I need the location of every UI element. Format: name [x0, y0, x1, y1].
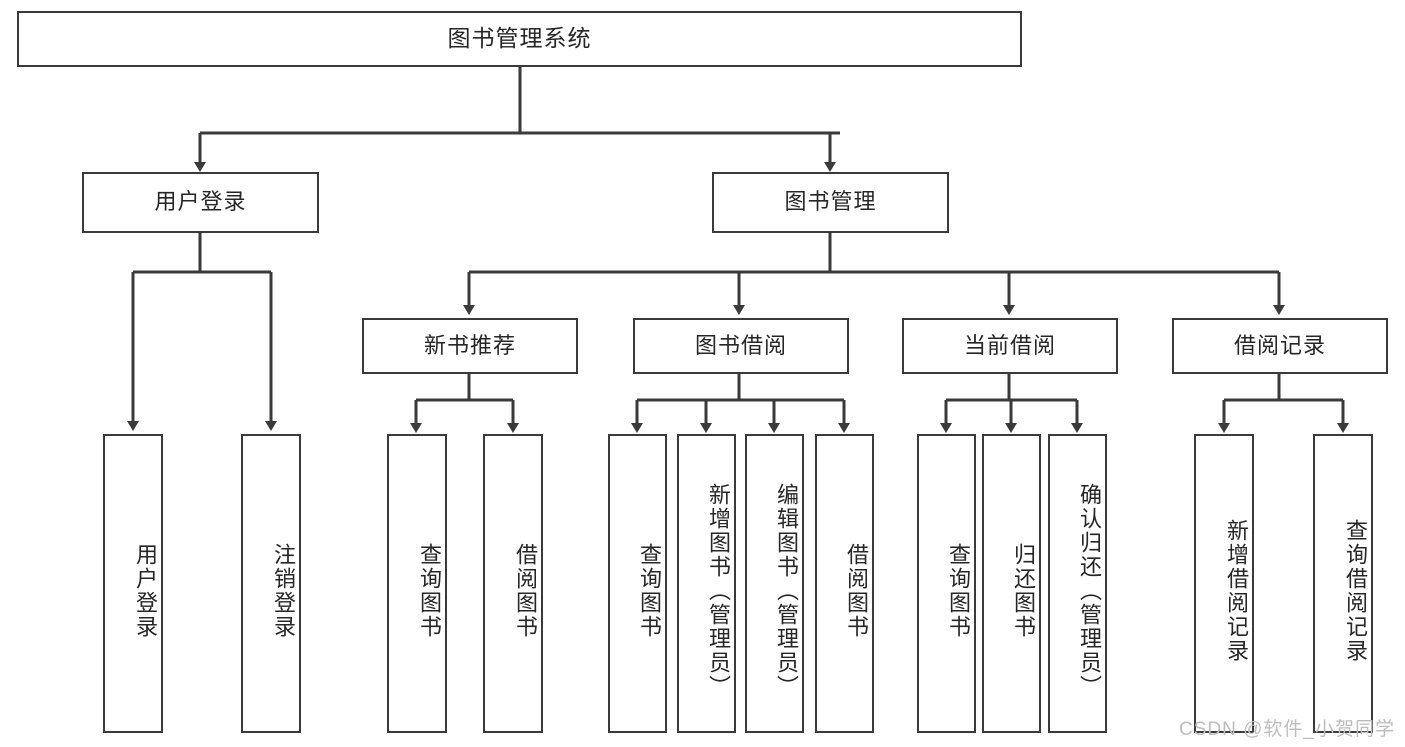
node-label: 图书借阅	[694, 332, 787, 358]
node-book-management[interactable]: 图书管理	[712, 172, 949, 233]
node-label: 新增借阅记录	[1224, 518, 1249, 663]
node-label: 图书管理系统	[447, 25, 592, 52]
node-label: 用户登录	[133, 542, 158, 639]
node-label: 当前借阅	[963, 332, 1056, 358]
leaf-query-book-current[interactable]: 查询图书	[917, 434, 976, 733]
node-label: 归还图书	[1011, 542, 1036, 639]
node-label: 注销登录	[271, 542, 296, 639]
node-label: 新书推荐	[423, 332, 516, 358]
leaf-edit-book-admin[interactable]: 编辑图书（管理员）	[745, 434, 804, 733]
leaf-return-book[interactable]: 归还图书	[982, 434, 1041, 733]
leaf-query-book-borrow[interactable]: 查询图书	[608, 434, 667, 733]
node-user-login[interactable]: 用户登录	[82, 172, 319, 233]
leaf-borrow-book-recommend[interactable]: 借阅图书	[483, 434, 543, 733]
node-label: 查询借阅记录	[1343, 518, 1368, 663]
node-book-borrow[interactable]: 图书借阅	[633, 318, 849, 374]
leaf-logout-login[interactable]: 注销登录	[241, 434, 301, 733]
node-label: 借阅记录	[1233, 332, 1326, 358]
leaf-add-book-admin[interactable]: 新增图书（管理员）	[677, 434, 736, 733]
node-label: 确认归还（管理员）	[1077, 482, 1102, 699]
leaf-confirm-return-admin[interactable]: 确认归还（管理员）	[1048, 434, 1107, 733]
csdn-watermark: CSDN @软件_小贺同学	[1179, 719, 1395, 740]
node-label: 查询图书	[637, 542, 662, 639]
node-root-book-management-system[interactable]: 图书管理系统	[17, 11, 1022, 67]
leaf-borrow-book[interactable]: 借阅图书	[815, 434, 874, 733]
leaf-user-login[interactable]: 用户登录	[103, 434, 163, 733]
node-label: 借阅图书	[844, 542, 869, 639]
node-label: 图书管理	[784, 189, 877, 215]
node-label: 编辑图书（管理员）	[774, 482, 799, 699]
node-current-borrow[interactable]: 当前借阅	[902, 318, 1118, 374]
node-label: 用户登录	[154, 189, 247, 215]
node-label: 借阅图书	[513, 542, 538, 639]
leaf-query-book-recommend[interactable]: 查询图书	[387, 434, 447, 733]
node-new-book-recommendation[interactable]: 新书推荐	[362, 318, 578, 374]
node-label: 查询图书	[417, 542, 442, 639]
node-borrow-record[interactable]: 借阅记录	[1172, 318, 1388, 374]
leaf-query-borrow-record[interactable]: 查询借阅记录	[1313, 434, 1373, 733]
leaf-add-borrow-record[interactable]: 新增借阅记录	[1194, 434, 1254, 733]
node-label: 新增图书（管理员）	[706, 482, 731, 699]
node-label: 查询图书	[946, 542, 971, 639]
